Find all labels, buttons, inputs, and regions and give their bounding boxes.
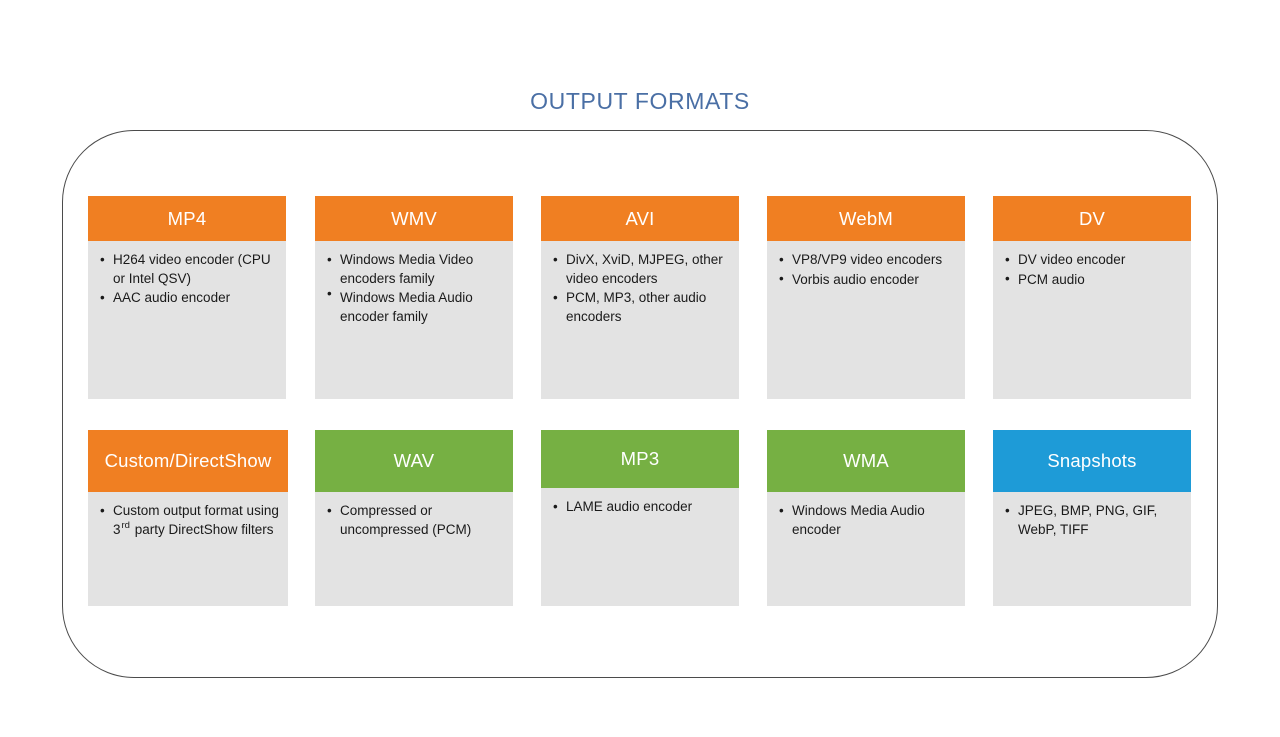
card-mp3-bullets: LAME audio encoder — [551, 498, 731, 517]
rounded-frame — [62, 130, 1218, 678]
list-item: DV video encoder — [1003, 251, 1183, 270]
card-mp4-title: MP4 — [167, 207, 207, 229]
list-item-text-cont: party DirectShow filters — [130, 521, 274, 537]
card-wmv-body: Windows Media Video encoders family Wind… — [315, 241, 513, 399]
card-wma-title: WMA — [843, 450, 889, 471]
card-wmv-header: WMV — [315, 196, 513, 241]
card-custom-directshow-title: Custom/DirectShow — [104, 450, 272, 471]
card-dv[interactable]: DV DV video encoder PCM audio — [993, 196, 1191, 399]
card-dv-header: DV — [993, 196, 1191, 241]
card-wma-header: WMA — [767, 430, 965, 492]
list-item-text: Custom output format using 3 — [113, 503, 279, 537]
card-webm-title: WebM — [839, 207, 893, 229]
card-dv-body: DV video encoder PCM audio — [993, 241, 1191, 399]
card-custom-directshow-bullets: Custom output format using 3rd party Dir… — [98, 501, 280, 539]
card-mp3-header: MP3 — [541, 430, 739, 488]
card-wmv[interactable]: WMV Windows Media Video encoders family … — [315, 196, 513, 399]
list-item: DivX, XviD, MJPEG, other video encoders — [551, 250, 731, 288]
list-item: Custom output format using 3rd party Dir… — [98, 501, 280, 539]
card-avi-header: AVI — [541, 196, 739, 241]
card-snapshots-header: Snapshots — [993, 430, 1191, 492]
card-avi-body: DivX, XviD, MJPEG, other video encoders … — [541, 241, 739, 399]
card-webm[interactable]: WebM VP8/VP9 video encoders Vorbis audio… — [767, 196, 965, 399]
list-item: Windows Media Audio encoder — [777, 501, 957, 539]
card-mp3-body: LAME audio encoder — [541, 488, 739, 606]
card-snapshots-body: JPEG, BMP, PNG, GIF, WebP, TIFF — [993, 492, 1191, 606]
card-wav-bullets: Compressed or uncompressed (PCM) — [325, 501, 505, 539]
list-item: PCM, MP3, other audio encoders — [551, 289, 731, 326]
card-mp4-bullets: H264 video encoder (CPU or Intel QSV) AA… — [98, 250, 278, 308]
card-webm-header: WebM — [767, 196, 965, 241]
page-title: OUTPUT FORMATS — [530, 88, 750, 114]
card-wmv-bullets: Windows Media Video encoders family Wind… — [325, 250, 505, 326]
card-dv-title: DV — [1078, 207, 1106, 229]
card-mp3[interactable]: MP3 LAME audio encoder — [541, 430, 739, 606]
card-webm-bullets: VP8/VP9 video encoders Vorbis audio enco… — [777, 251, 957, 289]
card-custom-directshow[interactable]: Custom/DirectShow Custom output format u… — [88, 430, 288, 606]
list-item: PCM audio — [1003, 270, 1183, 290]
list-item: H264 video encoder (CPU or Intel QSV) — [98, 250, 278, 288]
card-wav[interactable]: WAV Compressed or uncompressed (PCM) — [315, 430, 513, 606]
card-wmv-title: WMV — [391, 207, 437, 229]
list-item: LAME audio encoder — [551, 498, 731, 517]
card-wav-header: WAV — [315, 430, 513, 492]
card-mp4-body: H264 video encoder (CPU or Intel QSV) AA… — [88, 241, 286, 399]
list-item: AAC audio encoder — [98, 289, 278, 308]
card-snapshots[interactable]: Snapshots JPEG, BMP, PNG, GIF, WebP, TIF… — [993, 430, 1191, 606]
card-avi-title: AVI — [625, 207, 655, 229]
card-wma-bullets: Windows Media Audio encoder — [777, 501, 957, 539]
card-wav-body: Compressed or uncompressed (PCM) — [315, 492, 513, 606]
ordinal-suffix: rd — [121, 520, 130, 532]
card-avi-bullets: DivX, XviD, MJPEG, other video encoders … — [551, 250, 731, 326]
card-mp4[interactable]: MP4 H264 video encoder (CPU or Intel QSV… — [88, 196, 286, 399]
list-item: JPEG, BMP, PNG, GIF, WebP, TIFF — [1003, 501, 1183, 539]
card-custom-directshow-header: Custom/DirectShow — [88, 430, 288, 492]
card-avi[interactable]: AVI DivX, XviD, MJPEG, other video encod… — [541, 196, 739, 399]
card-dv-bullets: DV video encoder PCM audio — [1003, 251, 1183, 289]
list-item: VP8/VP9 video encoders — [777, 251, 957, 270]
card-wav-title: WAV — [393, 450, 435, 471]
card-mp3-title: MP3 — [620, 448, 660, 469]
card-snapshots-bullets: JPEG, BMP, PNG, GIF, WebP, TIFF — [1003, 501, 1183, 539]
card-webm-body: VP8/VP9 video encoders Vorbis audio enco… — [767, 241, 965, 399]
card-wma[interactable]: WMA Windows Media Audio encoder — [767, 430, 965, 606]
card-wma-body: Windows Media Audio encoder — [767, 492, 965, 606]
card-mp4-header: MP4 — [88, 196, 286, 241]
list-item: Compressed or uncompressed (PCM) — [325, 501, 505, 539]
card-custom-directshow-body: Custom output format using 3rd party Dir… — [88, 492, 288, 606]
list-item: Vorbis audio encoder — [777, 270, 957, 290]
list-item: Windows Media Video encoders family — [325, 250, 505, 288]
card-snapshots-title: Snapshots — [1047, 450, 1137, 471]
list-item: Windows Media Audio encoder family — [325, 285, 505, 326]
